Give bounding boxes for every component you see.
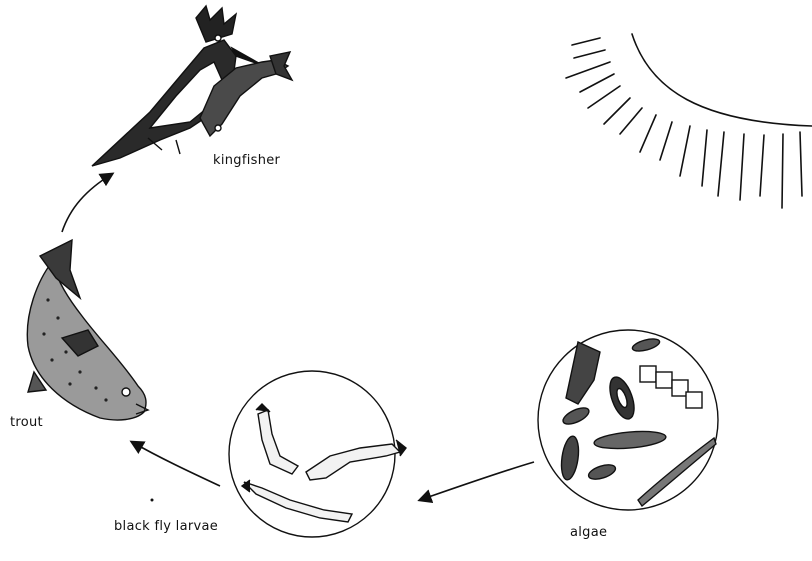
algae-icon (538, 330, 718, 510)
black-fly-larvae-icon (229, 371, 406, 537)
trout-label: trout (10, 415, 43, 430)
algae-label: algae (570, 525, 607, 540)
arrow-larvae-to-trout (132, 442, 220, 486)
larvae-label: black fly larvae (114, 519, 218, 534)
arrow-algae-to-larvae (420, 462, 534, 500)
stray-dot (151, 499, 154, 502)
sun-icon (566, 34, 812, 208)
kingfisher-icon (92, 6, 292, 166)
trout-icon (27, 240, 148, 420)
kingfisher-label: kingfisher (213, 153, 281, 168)
arrow-trout-to-kingfisher (62, 174, 112, 232)
